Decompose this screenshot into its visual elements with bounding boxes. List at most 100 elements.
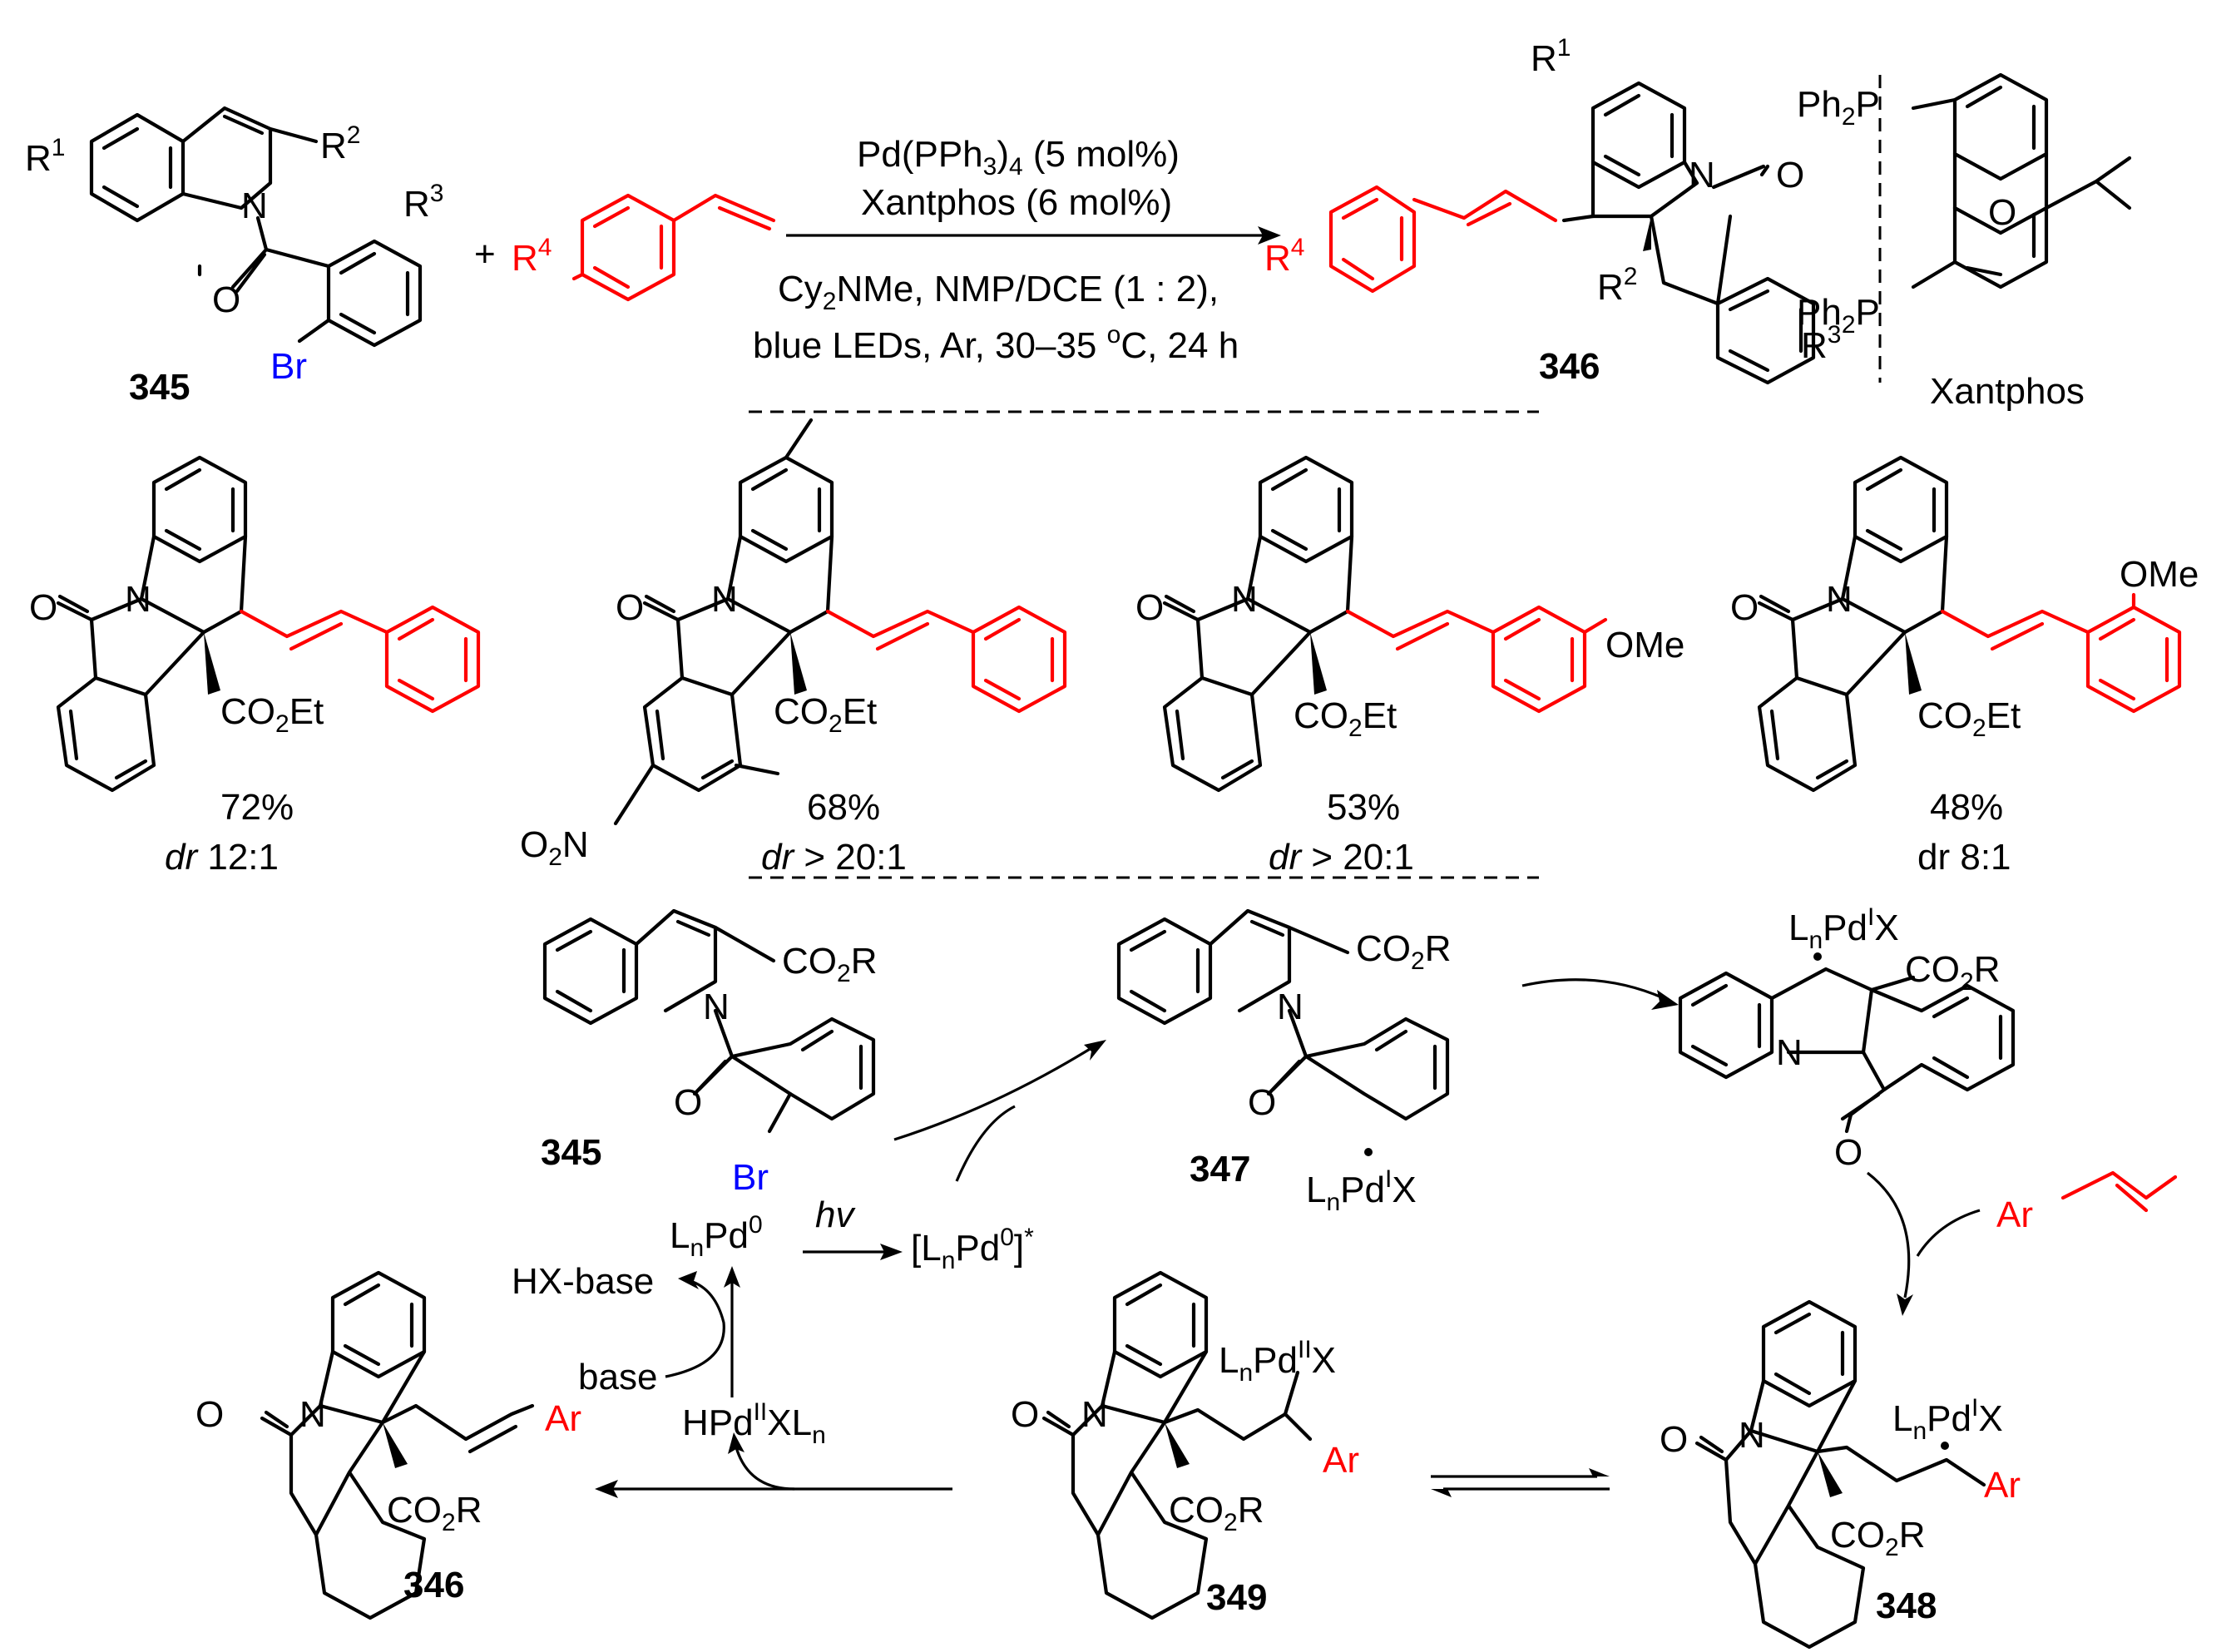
o-product-label: O: [1776, 155, 1804, 195]
mech-345-co2r: CO2R: [782, 941, 877, 987]
mech-347-o: O: [1248, 1082, 1276, 1123]
example-4-vinyl-double: [1990, 621, 2045, 651]
example-1-o-atom: O: [29, 587, 57, 628]
example-2-methyl-bottom: [734, 763, 780, 776]
example-3-ome-bond: [1582, 617, 1608, 635]
xantphos-structure: [1911, 72, 2132, 289]
example-2-vinyl-double: [875, 621, 930, 651]
mech-349-co2r: CO2R: [1169, 1490, 1264, 1536]
example-1-pyrroline: [139, 534, 248, 635]
conditions-line-2: Xantphos (6 mol%): [861, 182, 1172, 223]
example-3-vinyl: [1345, 609, 1496, 639]
mech-345-br: Br: [732, 1157, 769, 1198]
example-2-lower-ring: [642, 675, 743, 793]
n-label: N: [241, 185, 268, 226]
hpd-label: HPdIIXLn: [682, 1398, 826, 1449]
example-2-dr: dr > 20:1: [761, 837, 907, 878]
mech-348-o: O: [1660, 1419, 1688, 1460]
mech-346: [260, 1270, 535, 1620]
example-2-lower-double: [655, 709, 735, 780]
compound-346-label: 346: [1539, 346, 1600, 387]
example-2-pyrroline: [725, 534, 834, 635]
arrow-pd-release: [955, 1105, 1016, 1182]
r4-label: R4: [512, 234, 552, 279]
reactant-345: [89, 106, 423, 348]
example-4-ome: OMe: [2120, 554, 2199, 595]
n-product-label: N: [1689, 155, 1715, 195]
mech-349-n: N: [1081, 1394, 1108, 1435]
example-3-wedge: [1310, 632, 1327, 695]
cyclized-radical-dot: [1813, 952, 1822, 961]
example-4-benzo-double: [1865, 467, 1937, 551]
mech-346-wedge: [383, 1422, 408, 1468]
example-3-o-atom: O: [1135, 587, 1164, 628]
mech-348-wedge: [1818, 1452, 1843, 1497]
hv-label: hv: [815, 1194, 856, 1235]
r3-product-label: R3: [1801, 321, 1841, 366]
example-2-aryl-double: [983, 617, 1055, 701]
mech-348-co2r: CO2R: [1830, 1515, 1925, 1561]
xantphos-name: Xantphos: [1930, 371, 2085, 412]
arrow-ar-join: [1916, 1209, 1981, 1257]
mech-348-radical: [1941, 1442, 1949, 1450]
example-2-yield: 68%: [807, 787, 880, 828]
base-label: base: [578, 1357, 657, 1397]
arrow-349-to-346: [595, 1432, 952, 1498]
r2-product-label: R2: [1597, 263, 1637, 308]
example-2-ester: CO2Et: [774, 691, 877, 738]
example-4-wedge: [1905, 632, 1922, 695]
reaction-arrow: [786, 226, 1281, 245]
example-4-pyrroline: [1840, 534, 1949, 635]
example-2-methyl-top: [784, 418, 814, 460]
example-1-yield: 72%: [220, 787, 294, 828]
compound-345-label: 345: [129, 367, 190, 408]
mech-cyclized-radical: [1678, 967, 2016, 1134]
arrow-347-head: [1651, 990, 1679, 1010]
arrow-347-to-cyclized: [1521, 978, 1665, 1000]
mech-346-n: N: [299, 1394, 326, 1435]
arrow-345-to-347: [893, 1042, 1099, 1141]
example-1-benzo-double: [164, 467, 235, 551]
example-3-aryl-ring: [1491, 605, 1587, 714]
regen-arrow: [665, 1266, 740, 1397]
example-3-n-atom: N: [1231, 579, 1258, 620]
example-2-vinyl: [825, 609, 976, 639]
example-2-nitro: O2N: [520, 824, 589, 871]
r3-label: R3: [403, 180, 443, 225]
mech-346-o: O: [195, 1394, 224, 1435]
example-4-ester: CO2Et: [1917, 695, 2021, 742]
example-4-yield: 48%: [1930, 787, 2003, 828]
mech-348-pd: LnPdIX: [1892, 1394, 2003, 1445]
mech-349-o: O: [1011, 1394, 1039, 1435]
example-2-nitro-bond: [613, 763, 655, 826]
mech-345-label: 345: [541, 1132, 601, 1173]
example-4-carbonyl: [1757, 594, 1795, 622]
example-4-aryl-double: [2098, 617, 2169, 701]
mech-346-ar: Ar: [545, 1398, 581, 1439]
r1-product-label: R1: [1531, 34, 1571, 79]
hv-arrow: [803, 1244, 903, 1260]
mech-349: [1041, 1270, 1313, 1620]
example-1-aryl-ring: [384, 605, 481, 714]
xantphos-o: O: [1988, 192, 2016, 233]
mech-347-pd: LnPdIX: [1306, 1165, 1417, 1216]
example-3-benzo-double: [1270, 467, 1342, 551]
example-3-aryl-double: [1503, 617, 1575, 701]
mech-349-label: 349: [1206, 1577, 1267, 1618]
mech-345: [542, 908, 876, 1134]
mech-349-wedge: [1165, 1422, 1190, 1468]
mech-345-o: O: [674, 1082, 702, 1123]
mech-347-n: N: [1277, 987, 1304, 1027]
example-4-lower-double: [1769, 709, 1849, 780]
example-1-n-atom: N: [125, 579, 151, 620]
example-2-carbonyl: [642, 594, 680, 622]
mech-349-ar: Ar: [1323, 1440, 1359, 1481]
example-1-ester: CO2Et: [220, 691, 324, 738]
mech-348-label: 348: [1876, 1585, 1937, 1626]
example-2-aryl-ring: [971, 605, 1067, 714]
arrow-345-to-347-head: [1084, 1040, 1106, 1061]
arrow-to-348-head: [1897, 1293, 1913, 1316]
excited-pd0-label: [LnPd0]*: [911, 1224, 1034, 1274]
aryl-vinyl-reagent: [2060, 1170, 2178, 1213]
cyclized-pd: LnPdIX: [1788, 903, 1899, 954]
